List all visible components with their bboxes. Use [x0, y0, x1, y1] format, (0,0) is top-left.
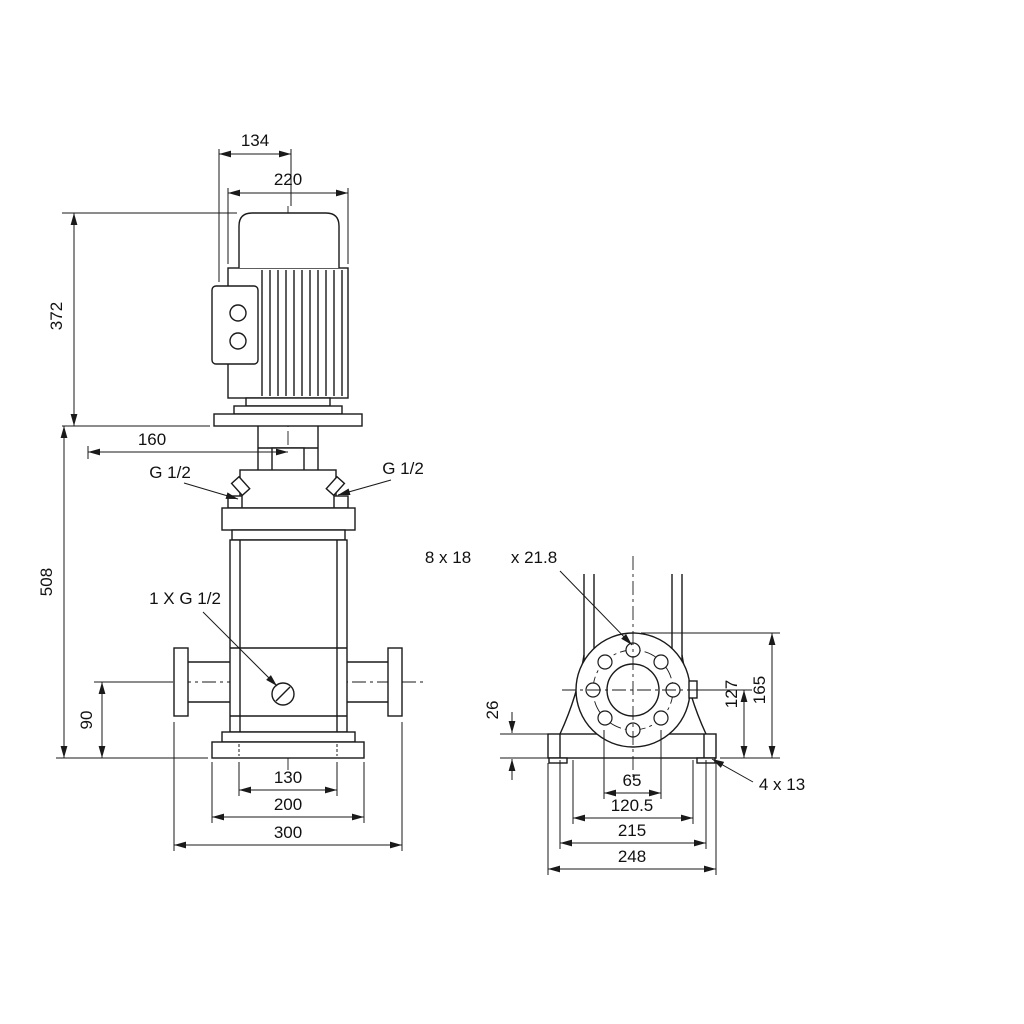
dim-label-200: 200	[274, 795, 302, 814]
dim-label-300: 300	[274, 823, 302, 842]
motor	[211, 212, 363, 427]
dim-label-90: 90	[77, 711, 96, 730]
pump-sleeve	[229, 539, 348, 733]
port-label-right: G 1/2	[337, 459, 424, 496]
head-flange	[221, 507, 356, 531]
dim-134: 134	[218, 131, 292, 282]
gauge-plug-left	[230, 475, 251, 497]
suction-flange-left	[173, 647, 230, 717]
dim-200: 200	[211, 762, 365, 823]
base-foot-left	[548, 757, 568, 764]
staybolt-nut-right	[333, 495, 349, 509]
pump-base	[211, 731, 365, 759]
dim-65: 65	[603, 730, 662, 799]
dim-label-220: 220	[274, 170, 302, 189]
dim-label-508: 508	[37, 568, 56, 596]
dim-label-134: 134	[241, 131, 269, 150]
motor-stool-plate	[213, 413, 363, 427]
dim-120-5: 120.5	[572, 760, 694, 824]
head-step	[231, 529, 346, 541]
dim-300: 300	[173, 722, 403, 851]
motor-fins	[261, 270, 343, 396]
dim-label-372: 372	[47, 302, 66, 330]
dim-215: 215	[559, 760, 707, 849]
holes-4x13-label: 4 x 13	[759, 775, 805, 794]
dim-220: 220	[227, 170, 349, 264]
dim-26: 26	[483, 701, 548, 780]
dim-127: 127	[694, 680, 780, 759]
g-half-right-label: G 1/2	[382, 459, 424, 478]
dim-372: 372	[47, 212, 237, 427]
dim-label-215: 215	[618, 821, 646, 840]
motor-flange	[233, 405, 343, 415]
motor-neck	[245, 397, 331, 407]
cable-entry-top	[229, 304, 247, 322]
drain-port-label: 1 X G 1/2	[149, 589, 221, 608]
base-hole-callout: 4 x 13	[711, 758, 805, 794]
drain-plug	[271, 682, 295, 706]
dim-label-130: 130	[274, 768, 302, 787]
dim-label-65: 65	[623, 771, 642, 790]
dim-160: 160	[87, 430, 288, 459]
dim-165: 165	[641, 632, 780, 758]
dim-label-120-5: 120.5	[611, 796, 654, 815]
holes-8x18-label: 8 x 18	[425, 548, 471, 567]
fan-cover	[238, 212, 340, 268]
terminal-box	[211, 285, 259, 365]
pump-head	[221, 469, 356, 541]
dim-248: 248	[547, 763, 717, 875]
dim-label-165: 165	[750, 676, 769, 704]
discharge-flange-right	[347, 647, 403, 717]
dim-label-248: 248	[618, 847, 646, 866]
side-view: 8 x 18 x 21.8 26 127 165	[425, 548, 805, 875]
dim-130: 130	[238, 762, 338, 796]
dim-508: 508	[37, 426, 208, 759]
cable-entry-bottom	[229, 332, 247, 350]
dim-label-26: 26	[483, 701, 502, 720]
flange-hole-callout: 8 x 18 x 21.8	[425, 548, 633, 646]
g-half-left-label: G 1/2	[149, 463, 191, 482]
dim-label-160: 160	[138, 430, 166, 449]
port-label-left: G 1/2	[149, 463, 239, 500]
front-view: 134 220 372 160 508 90	[37, 131, 424, 851]
counterbore-label: x 21.8	[511, 548, 557, 567]
dim-90: 90	[77, 681, 170, 758]
drain-label: 1 X G 1/2	[149, 589, 278, 687]
dim-label-127: 127	[722, 680, 741, 708]
